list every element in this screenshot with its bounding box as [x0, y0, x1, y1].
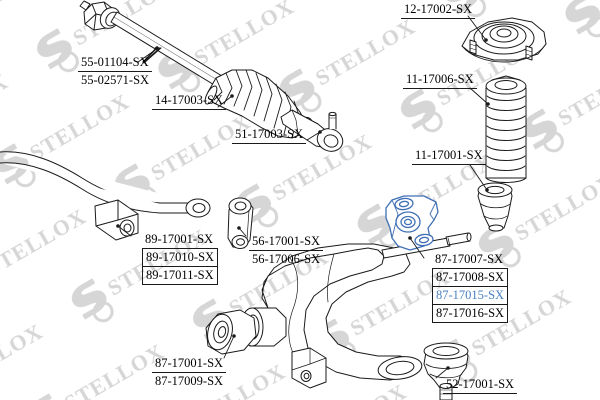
label-row: 14-17003-SX	[152, 92, 227, 110]
label-ball-joint[interactable]: 52-17001-SX	[443, 376, 518, 394]
label-row: 87-17001-SX	[152, 355, 227, 373]
label-row: 87-17007-SX	[432, 251, 509, 269]
label-row: 51-17003-SX	[232, 126, 307, 144]
label-row: 87-17016-SX	[432, 305, 509, 323]
label-control-arm-bushing[interactable]: 87-17001-SX 87-17009-SX	[152, 355, 227, 390]
label-row: 12-17002-SX	[401, 1, 476, 19]
label-row-highlighted: 87-17015-SX	[432, 287, 509, 305]
label-steering-boot[interactable]: 14-17003-SX	[152, 92, 227, 110]
label-row: 89-17010-SX	[142, 249, 219, 267]
label-row: 87-17008-SX	[432, 269, 509, 287]
label-row: 56-17006-SX	[252, 252, 321, 266]
label-row: 56-17001-SX	[249, 233, 324, 251]
label-stabilizer-bushing[interactable]: 89-17001-SX 89-17010-SX 89-17011-SX	[142, 231, 219, 285]
label-arm-bracket[interactable]: 87-17007-SX 87-17008-SX 87-17015-SX 87-1…	[432, 251, 509, 323]
label-row: 52-17001-SX	[443, 376, 518, 394]
label-row: 87-17009-SX	[155, 374, 224, 388]
label-row: 11-17006-SX	[403, 71, 477, 89]
label-row: 11-17001-SX	[412, 147, 486, 165]
label-row: 55-02571-SX	[81, 73, 150, 87]
label-stabilizer-link[interactable]: 56-17001-SX 56-17006-SX	[249, 233, 324, 268]
label-strut-mount[interactable]: 12-17002-SX	[401, 1, 476, 19]
label-bump-stop[interactable]: 11-17001-SX	[412, 147, 486, 165]
label-row: 89-17001-SX	[142, 231, 219, 249]
label-dust-cover[interactable]: 11-17006-SX	[403, 71, 477, 89]
label-row: 55-01104-SX	[78, 54, 153, 72]
label-tie-rod-axle[interactable]: 55-01104-SX 55-02571-SX	[78, 54, 153, 89]
label-tie-rod-end[interactable]: 51-17003-SX	[232, 126, 307, 144]
label-row: 89-17011-SX	[142, 267, 219, 285]
